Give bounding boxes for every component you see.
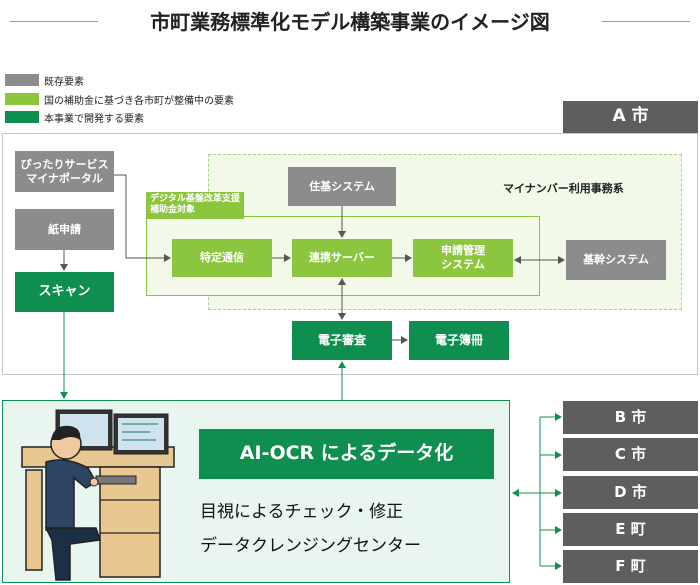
city-d-box: D 市 [563,476,698,509]
ai-ocr-title: AI-OCR によるデータ化 [199,429,494,479]
mynumber-zone-label: マイナンバー利用事務系 [503,182,624,195]
kikan-system-box: 基幹システム [566,240,666,280]
denshi-bosatsu-box: 電子簿冊 [409,321,509,360]
renkei-server-box: 連携サーバー [292,239,392,277]
title-rule-right [602,21,690,22]
legend-swatch-project [5,111,39,123]
operator-at-desk-illustration [21,409,175,581]
arrow-pittari-to-tokutei [114,174,171,262]
paper-application-box: 紙申請 [15,209,114,250]
denshi-shinsa-box: 電子審査 [292,321,392,360]
city-a-header: A 市 [563,101,698,133]
scan-box: スキャン [15,272,114,312]
legend-label-existing: 既存要素 [44,77,84,88]
city-b-box: B 市 [563,401,698,434]
legend-label-subsidy: 国の補助金に基づき各市町が整備中の要素 [44,96,234,107]
town-e-box: E 町 [563,513,698,546]
tokutei-tsushin-box: 特定通信 [172,239,272,277]
page-title: 市町業務標準化モデル構築事業のイメージ図 [150,10,550,34]
juki-system-box: 住基システム [288,167,396,206]
title-rule-left [10,21,98,22]
legend-swatch-existing [5,74,39,86]
legend-swatch-subsidy [5,93,39,105]
pittari-service-box: ぴったりサービス マイナポータル [15,151,114,192]
shinsei-kanri-box: 申請管理 システム [413,239,513,277]
city-c-box: C 市 [563,438,698,471]
legend-label-project: 本事業で開発する要素 [44,114,144,125]
ocr-line-cleansing: データクレンジングセンター [200,536,421,556]
subsidy-label: デジタル基盤改革支援 補助金対象 [146,192,244,219]
town-f-box: F 町 [563,550,698,583]
ocr-line-check: 目視によるチェック・修正 [200,502,404,522]
